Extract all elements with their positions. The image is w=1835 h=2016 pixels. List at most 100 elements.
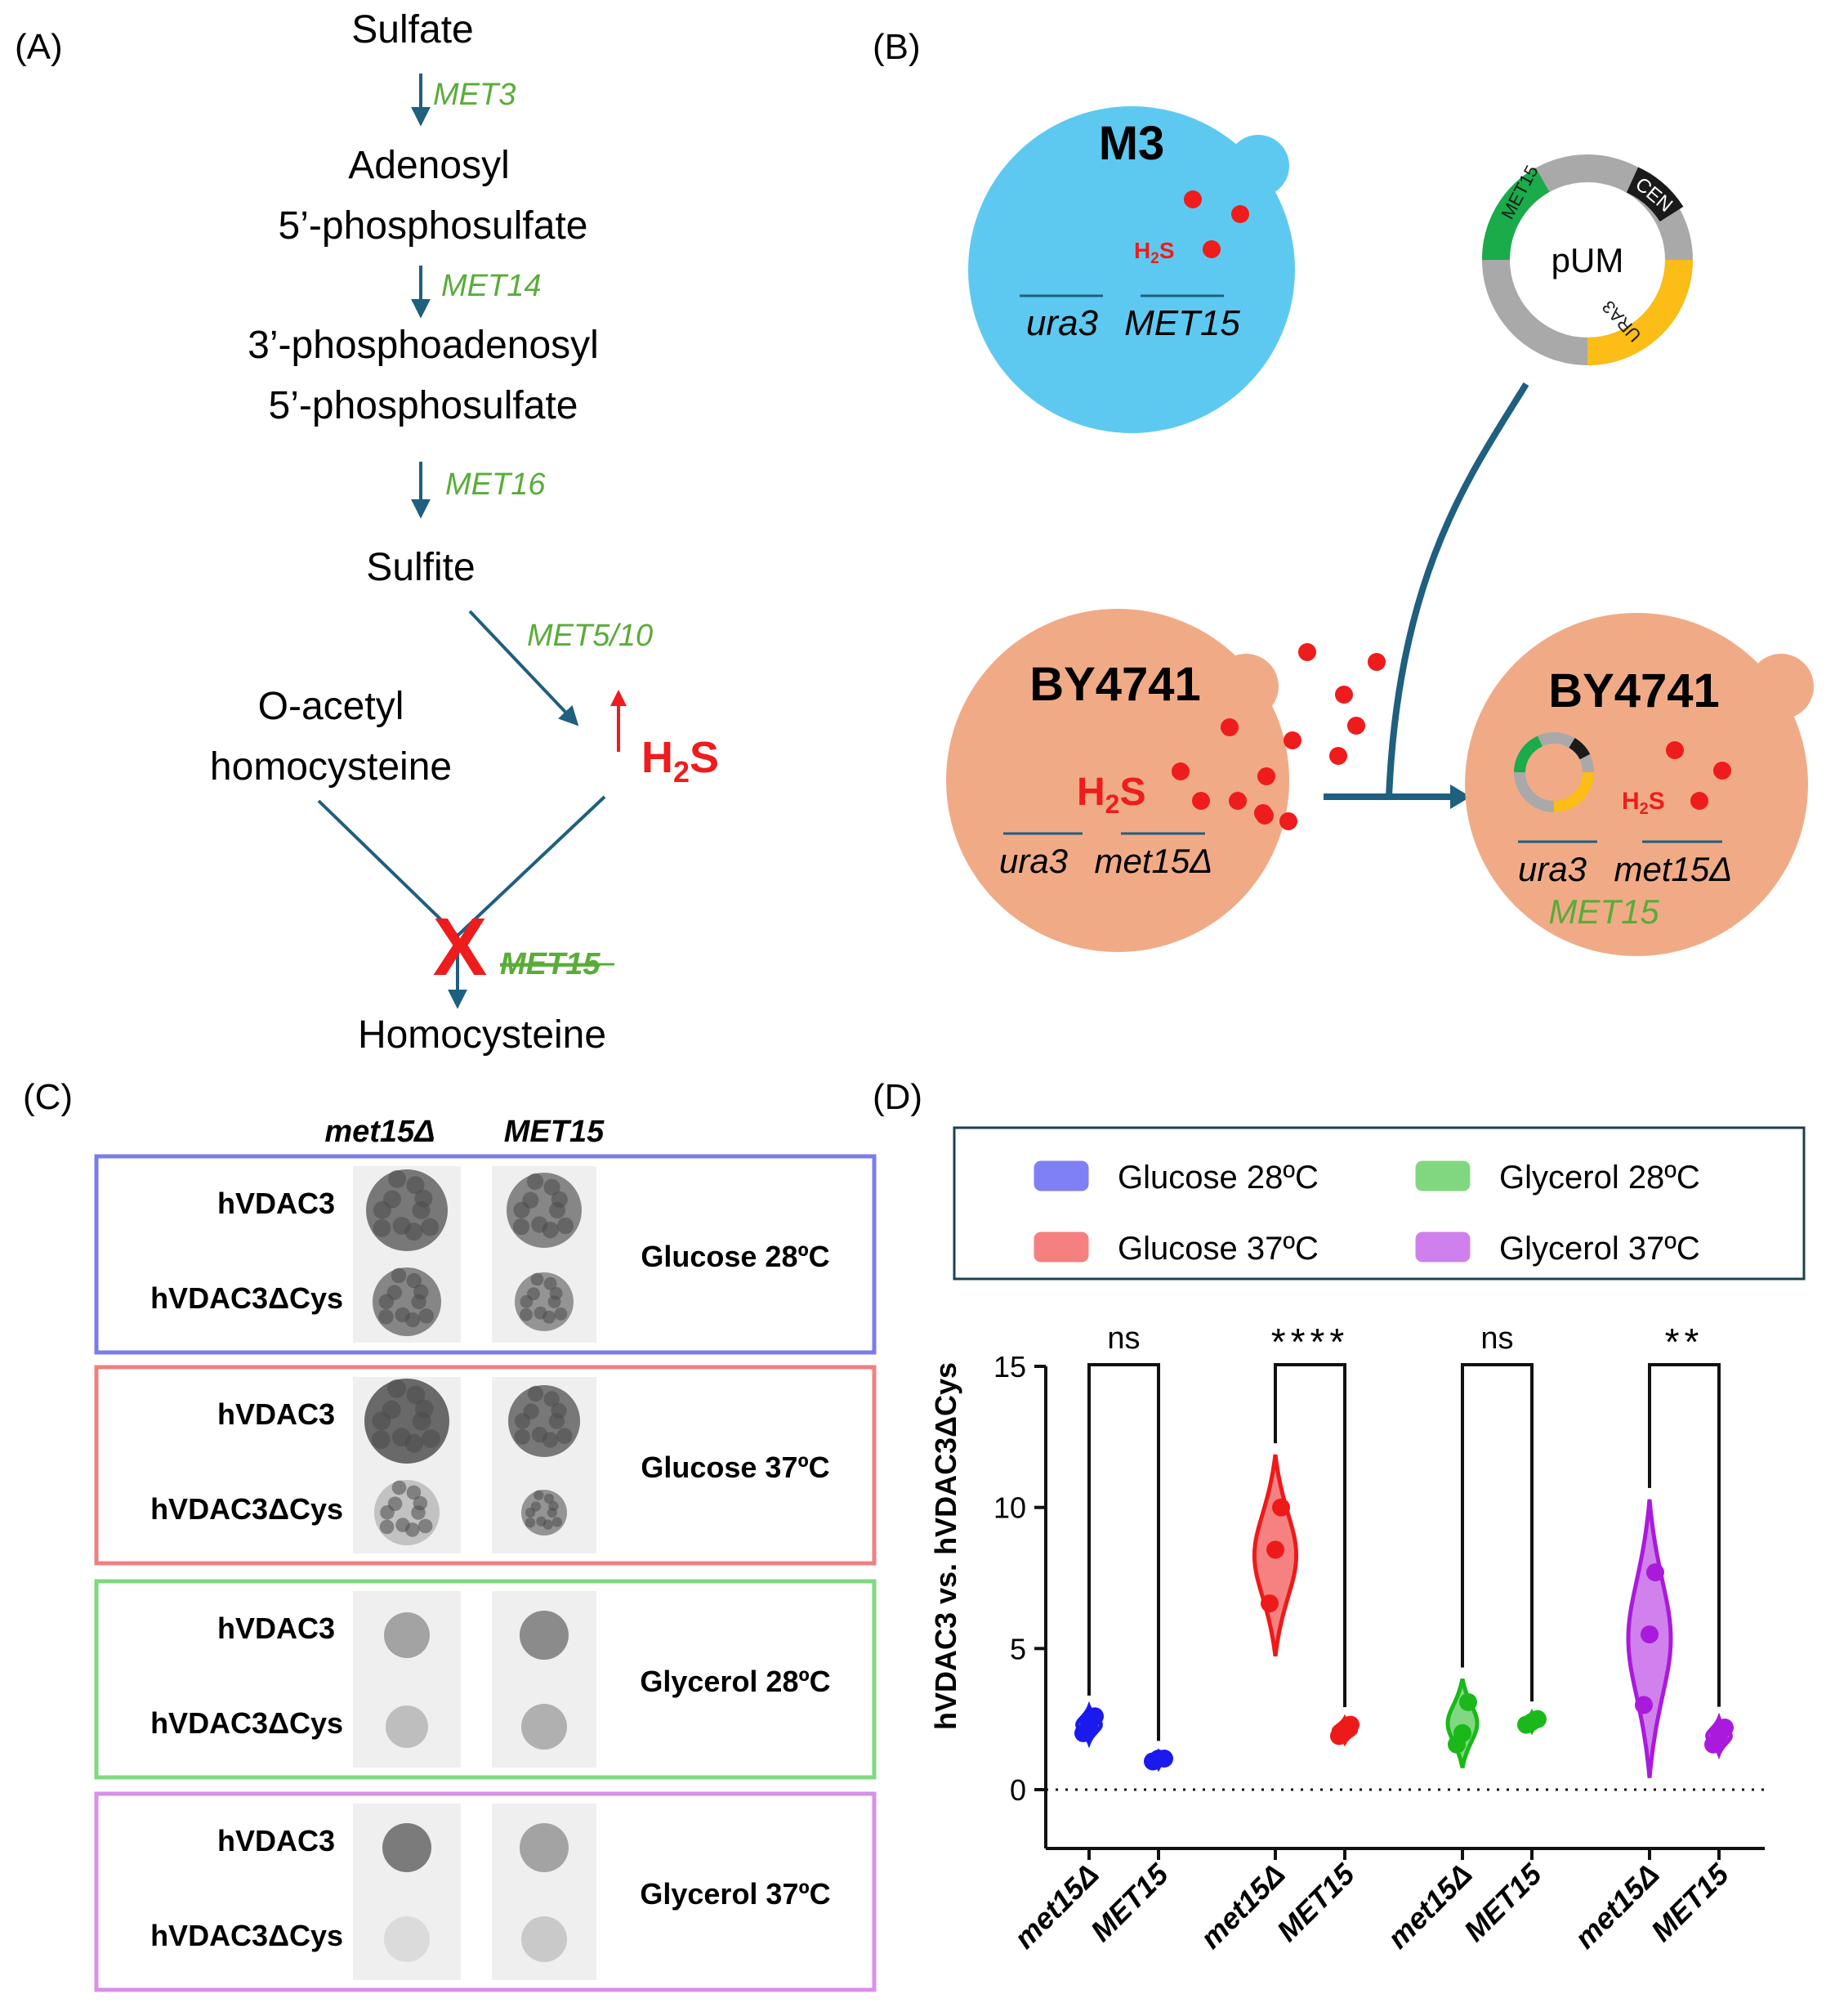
data-point: [1086, 1707, 1104, 1726]
significance-label: ns: [1107, 1321, 1140, 1356]
legend-box: [953, 1126, 1806, 1281]
panel-label-b: (B): [873, 27, 921, 67]
data-point: [1459, 1692, 1477, 1711]
panel-b-schematic: M3 H2S ura3 MET15 pUM MET15 CEN URA3 BY4…: [946, 106, 1814, 956]
plasmid-segment-met15: [1481, 168, 1550, 261]
h2s-dot: [1713, 762, 1731, 780]
colony-grain: [421, 1218, 440, 1236]
colony-grain: [414, 1189, 433, 1208]
colony-spot: [384, 1612, 430, 1658]
data-point: [1272, 1498, 1290, 1517]
panel-label-a: (A): [15, 27, 63, 67]
colony-grain: [543, 1178, 560, 1196]
x-tick-label: met15Δ: [1381, 1857, 1479, 1956]
by-right-genotype-met15d: met15Δ: [1614, 850, 1733, 888]
by-left-genotype-met15d: met15Δ: [1095, 842, 1213, 880]
data-point: [1261, 1594, 1279, 1613]
col-header-met15d: met15Δ: [324, 1115, 435, 1149]
panel-a-pathway: Sulfate MET3 Adenosyl 5’-phosphosulfate …: [210, 8, 719, 1057]
colony-grain: [373, 1218, 391, 1237]
strain-label-hvdac3: hVDAC3: [217, 1397, 335, 1431]
colony-grain: [527, 1385, 544, 1402]
colony-grain: [387, 1496, 403, 1512]
colony-grain: [386, 1285, 403, 1300]
colony-grain: [417, 1518, 433, 1534]
condition-box: [94, 1365, 877, 1566]
significance-bracket: [1274, 1363, 1346, 1707]
colony-grain: [543, 1493, 555, 1504]
colony-grain: [543, 1391, 560, 1407]
colony-grain: [406, 1272, 422, 1289]
by-left-genotype-ura3: ura3: [999, 842, 1068, 880]
y-tick-label: 0: [1010, 1773, 1026, 1807]
released-h2s-dots: [1172, 643, 1386, 830]
metabolite-paps-line1: 3’-phosphoadenosyl: [248, 324, 599, 367]
panel-c-spot-assay: met15Δ MET15 hVDAC3 hVDAC3ΔCys Glucose 28º…: [94, 1115, 877, 1992]
metabolite-paps-line2: 5’-phosphosulfate: [269, 384, 578, 427]
data-point: [1453, 1723, 1471, 1742]
metabolite-sulfite: Sulfite: [366, 546, 475, 589]
by-right-genotype-ura3: ura3: [1518, 850, 1587, 888]
col-header-met15: MET15: [504, 1115, 605, 1149]
m3-name: M3: [1099, 117, 1165, 170]
h2s-dot: [1231, 205, 1249, 223]
colony-grain: [382, 1190, 401, 1209]
gene-met3: MET3: [433, 78, 516, 112]
colony-grain: [414, 1399, 434, 1419]
by-right-plasmid-icon: [1514, 732, 1594, 812]
x-tick-label: met15Δ: [1194, 1857, 1292, 1956]
colony-grain: [406, 1385, 426, 1405]
colony-grain: [418, 1308, 434, 1324]
colony-grain: [522, 1191, 539, 1209]
significance-label: **: [1665, 1321, 1704, 1363]
colony-grain: [388, 1169, 407, 1188]
h2s-dot: [1666, 741, 1684, 759]
colony-grain: [406, 1176, 425, 1195]
colony-grain: [534, 1306, 547, 1320]
colony-grain: [551, 1402, 567, 1419]
panel-label-c: (C): [23, 1077, 73, 1117]
strain-label-hvdac3-dcys: hVDAC3ΔCys: [150, 1919, 343, 1952]
condition-label: Glucose 37ºC: [641, 1451, 829, 1484]
legend-label: Glucose 37ºC: [1118, 1231, 1319, 1267]
colony-grain: [395, 1307, 410, 1323]
metabolite-homocysteine: Homocysteine: [358, 1013, 606, 1057]
strain-label-hvdac3: hVDAC3: [217, 1187, 335, 1220]
legend-label: Glycerol 37ºC: [1499, 1231, 1700, 1267]
by-right-genotype-met15: MET15: [1548, 892, 1659, 931]
colony-spot: [382, 1823, 431, 1872]
colony-grain: [554, 1307, 568, 1321]
colony-grain: [514, 1428, 530, 1445]
colony-grain: [531, 1216, 548, 1233]
significance-label: ****: [1271, 1321, 1350, 1363]
colony-grain: [556, 1217, 574, 1235]
y-axis-label: hVDAC3 vs. hVDAC3ΔCys: [929, 1362, 962, 1730]
condition-label: Glucose 28ºC: [641, 1240, 829, 1273]
x-tick-label: met15Δ: [1007, 1857, 1105, 1956]
colony-grain: [543, 1276, 557, 1290]
metabolite-aps-line1: Adenosyl: [348, 144, 509, 187]
h2s-dot: [1690, 792, 1708, 810]
colony-grain: [548, 1500, 559, 1512]
m3-genotype-met15: MET15: [1124, 303, 1240, 343]
significance-bracket: [1461, 1363, 1534, 1702]
colony-grain: [526, 1173, 544, 1190]
legend-label: Glucose 28ºC: [1118, 1160, 1319, 1196]
condition-label: Glycerol 28ºC: [640, 1665, 830, 1698]
colony-grain: [392, 1428, 411, 1447]
data-point: [1529, 1710, 1547, 1728]
x-tick-label: MET15: [1270, 1857, 1362, 1948]
colony-grain: [520, 1307, 533, 1321]
colony-grain: [551, 1191, 568, 1208]
data-point: [1635, 1696, 1653, 1714]
h2s-dot: [1203, 240, 1221, 258]
colony-grain: [395, 1518, 410, 1532]
colony-spot: [520, 1823, 569, 1872]
condition-box: [94, 1579, 877, 1780]
data-point: [1266, 1540, 1284, 1559]
condition-label: Glycerol 37ºC: [640, 1877, 830, 1911]
